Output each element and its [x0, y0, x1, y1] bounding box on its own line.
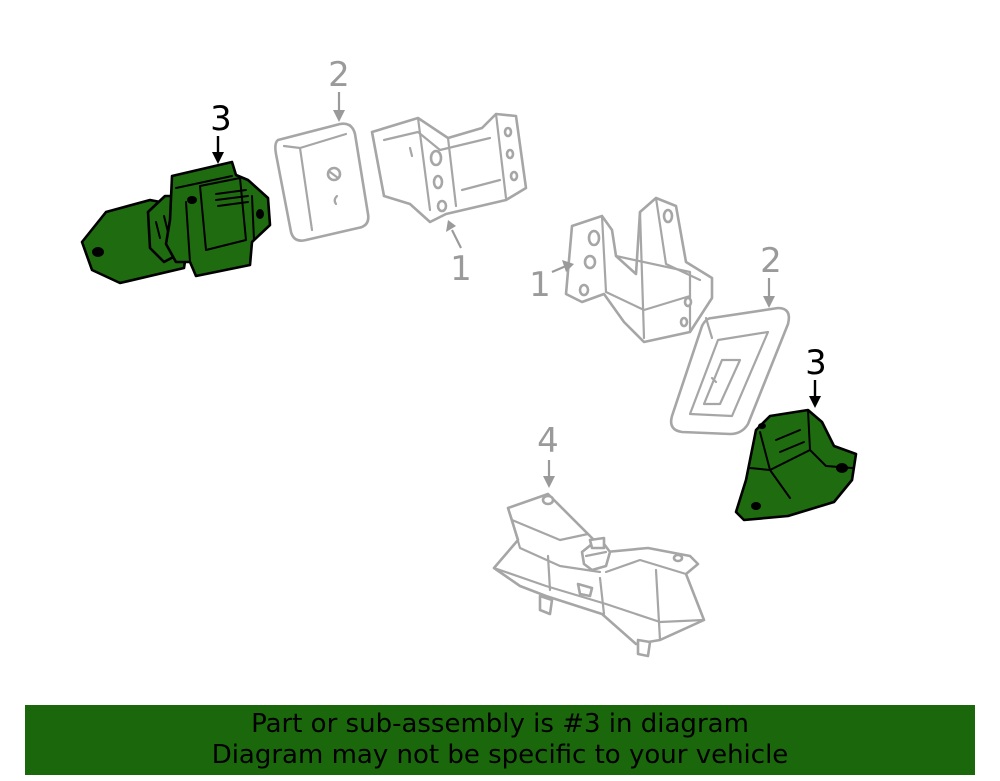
- part-3-right[interactable]: [734, 408, 858, 522]
- part-1-upper[interactable]: [370, 112, 528, 224]
- banner-line-1: Part or sub-assembly is #3 in diagram: [251, 709, 749, 739]
- parts-diagram: 2 1 1 2 4 3 3: [80, 55, 858, 658]
- part-3-left[interactable]: [80, 160, 272, 285]
- callout-arrows: [212, 92, 821, 488]
- callout-3-right: 3: [805, 343, 827, 383]
- callout-1-lower: 1: [529, 265, 551, 305]
- callout-2-lower: 2: [760, 241, 782, 281]
- callout-1-upper: 1: [450, 249, 472, 289]
- part-2-upper[interactable]: [274, 122, 370, 242]
- callout-4: 4: [537, 421, 559, 461]
- callout-3-left: 3: [210, 99, 232, 139]
- part-2-lower[interactable]: [669, 306, 791, 436]
- info-banner: Part or sub-assembly is #3 in diagram Di…: [25, 705, 975, 775]
- callout-2-upper: 2: [328, 55, 350, 95]
- part-1-lower[interactable]: [564, 196, 714, 344]
- part-4[interactable]: [492, 492, 706, 658]
- banner-line-2: Diagram may not be specific to your vehi…: [211, 740, 789, 770]
